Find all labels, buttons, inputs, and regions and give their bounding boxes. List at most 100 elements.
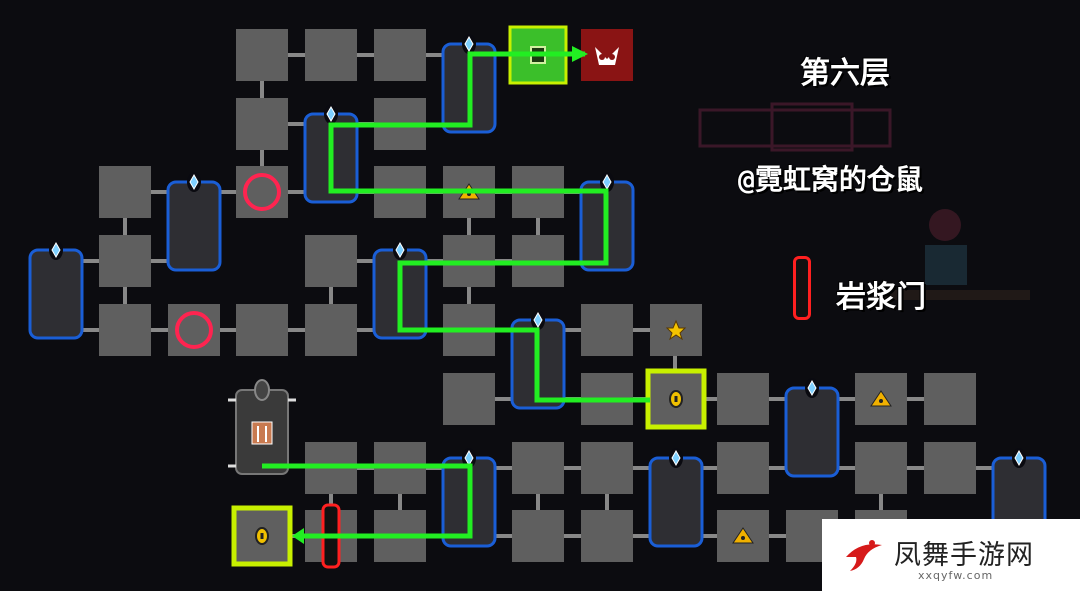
legend-label: 岩浆门 [836, 280, 926, 315]
map-room [166, 172, 222, 272]
treasure-icon [870, 390, 892, 407]
map-room [231, 505, 293, 567]
map-room [305, 235, 357, 287]
room [855, 442, 907, 494]
room [305, 304, 357, 356]
map-room [924, 373, 976, 425]
crystal-icon [326, 105, 336, 123]
map-room [236, 29, 288, 81]
hall-room [784, 386, 840, 478]
room [581, 510, 633, 562]
room [99, 166, 151, 218]
map-room [855, 442, 907, 494]
neon-sign [698, 108, 892, 148]
map-room [717, 373, 769, 425]
map-room [236, 304, 288, 356]
map-room [924, 442, 976, 494]
crystal-icon [807, 379, 817, 397]
map-room [374, 29, 426, 81]
room [374, 29, 426, 81]
room [717, 373, 769, 425]
boss-eye [599, 54, 605, 60]
background-scene [698, 102, 1030, 300]
gray-crystal-icon [254, 379, 270, 401]
map-room [305, 304, 357, 356]
crystal-icon [1014, 449, 1024, 467]
map-room [512, 510, 564, 562]
map-room [855, 373, 907, 425]
coin-slot [674, 396, 678, 402]
room [717, 442, 769, 494]
map-room [236, 166, 288, 218]
map-room [581, 442, 633, 494]
treasure-icon [732, 527, 754, 544]
map-room [228, 379, 296, 475]
map-room [717, 510, 769, 562]
red-circle-marker [243, 173, 281, 211]
red-circle-marker [175, 311, 213, 349]
crystal-icon [395, 241, 405, 259]
map-room [443, 373, 495, 425]
room [924, 442, 976, 494]
shrine-icon [251, 421, 273, 445]
boss-skull-icon [595, 47, 619, 65]
map-room [581, 304, 633, 356]
map-room [305, 29, 357, 81]
map-room [236, 98, 288, 150]
author-credit: @霓虹窝的仓鼠 [738, 163, 923, 196]
room [924, 373, 976, 425]
lava-door-legend-icon [793, 256, 811, 320]
route-arrow-icon [292, 528, 304, 544]
watermark: 凤舞手游网 xxqyfw.com [822, 519, 1080, 591]
crystal-icon [189, 173, 199, 191]
hall-room [648, 456, 704, 548]
route-path-lower [262, 463, 473, 539]
room [236, 29, 288, 81]
shopkeeper-body [925, 245, 967, 285]
map-room [645, 368, 707, 430]
map-room [581, 29, 633, 81]
room [99, 304, 151, 356]
map-room [99, 235, 151, 287]
treasure-dot [741, 536, 745, 540]
room [236, 98, 288, 150]
treasure-dot [879, 399, 883, 403]
watermark-url: xxqyfw.com [918, 569, 994, 582]
route-arrow-icon [572, 46, 588, 62]
map-room [28, 240, 84, 340]
map-room [99, 166, 151, 218]
room [512, 510, 564, 562]
level-title: 第六层 [800, 56, 890, 91]
star-icon [665, 319, 687, 341]
route-path-upper [328, 51, 650, 403]
room [305, 235, 357, 287]
hall-room [166, 180, 222, 272]
boss-eye [609, 54, 615, 60]
hall-room [28, 248, 84, 340]
neon-cart-sign [770, 102, 854, 152]
shop-counter [880, 290, 1030, 300]
map-room [99, 304, 151, 356]
room [581, 304, 633, 356]
shopkeeper-head [929, 209, 961, 241]
map-room [581, 510, 633, 562]
coin-slot [260, 533, 264, 539]
phoenix-logo-icon [846, 540, 882, 571]
room [512, 442, 564, 494]
room [581, 442, 633, 494]
map-room [512, 442, 564, 494]
room [236, 304, 288, 356]
crystal-icon [464, 35, 474, 53]
crystal-icon [51, 241, 61, 259]
coin-room [231, 505, 293, 567]
map-room [650, 304, 702, 356]
watermark-name: 凤舞手游网 [894, 540, 1034, 571]
crystal-icon [533, 311, 543, 329]
room [305, 29, 357, 81]
room [99, 235, 151, 287]
boss-room [581, 29, 633, 81]
crystal-icon [671, 449, 681, 467]
map-room [717, 442, 769, 494]
map-room [784, 378, 840, 478]
